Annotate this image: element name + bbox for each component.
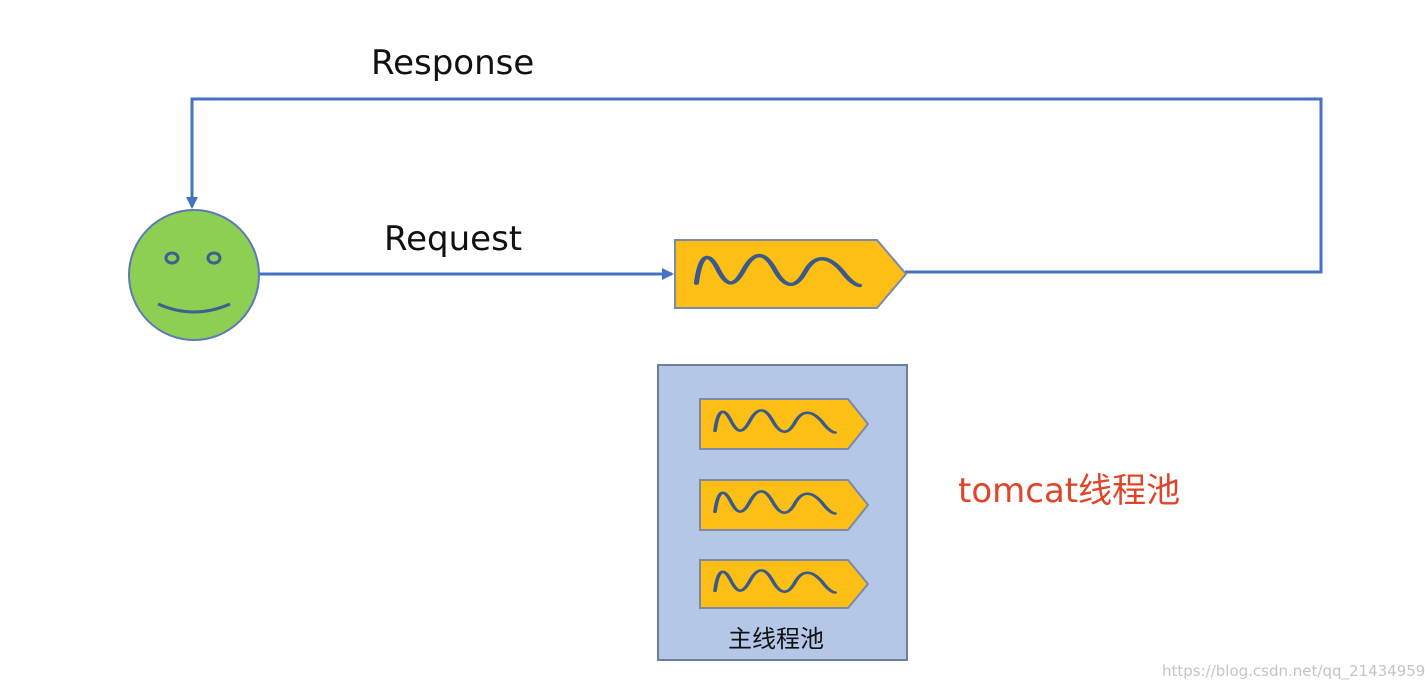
pool-thread-icon	[699, 559, 870, 609]
request-label: Request	[384, 219, 523, 259]
smiley-face-icon	[128, 209, 260, 341]
response-arrow	[186, 97, 1323, 274]
response-label: Response	[371, 43, 535, 83]
pool-thread-icon	[699, 398, 870, 450]
main-pool-label: 主线程池	[728, 625, 824, 653]
thread-pool-label: tomcat线程池	[958, 471, 1181, 511]
watermark: https://blog.csdn.net/qq_21434959	[1162, 662, 1425, 680]
pool-thread-icon	[699, 479, 870, 531]
thread-wave-icon	[674, 239, 908, 309]
